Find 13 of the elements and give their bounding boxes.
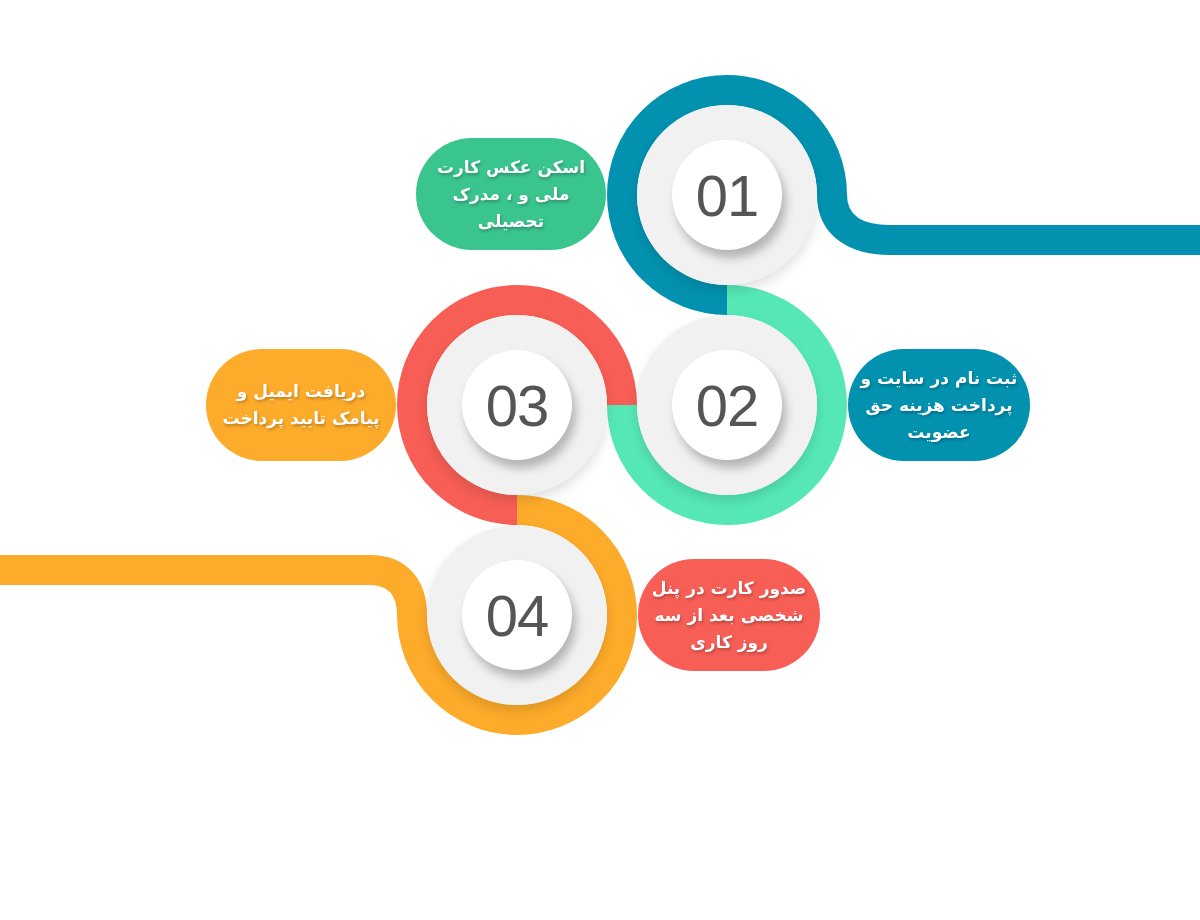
step-description: اسکن عکس کارت ملی و ، مدرک تحصیلی <box>435 155 587 233</box>
step-number: 01 <box>695 161 759 229</box>
step-number: 04 <box>485 581 549 649</box>
track-connector <box>0 495 637 735</box>
track-connector <box>397 285 637 525</box>
track-connector <box>817 194 1200 255</box>
step-description: ثبت نام در سایت و پرداخت هزینه حق عضویت <box>858 366 1019 444</box>
step-description: صدور کارت در پنل شخصی بعد از سه روز کاری <box>650 576 808 654</box>
track-connector <box>607 75 847 315</box>
step-number: 02 <box>695 371 759 439</box>
step-description: دریافت ایمیل و پیامک تایید پرداخت <box>221 380 381 431</box>
track-connector <box>607 285 847 525</box>
step-number: 03 <box>485 371 549 439</box>
